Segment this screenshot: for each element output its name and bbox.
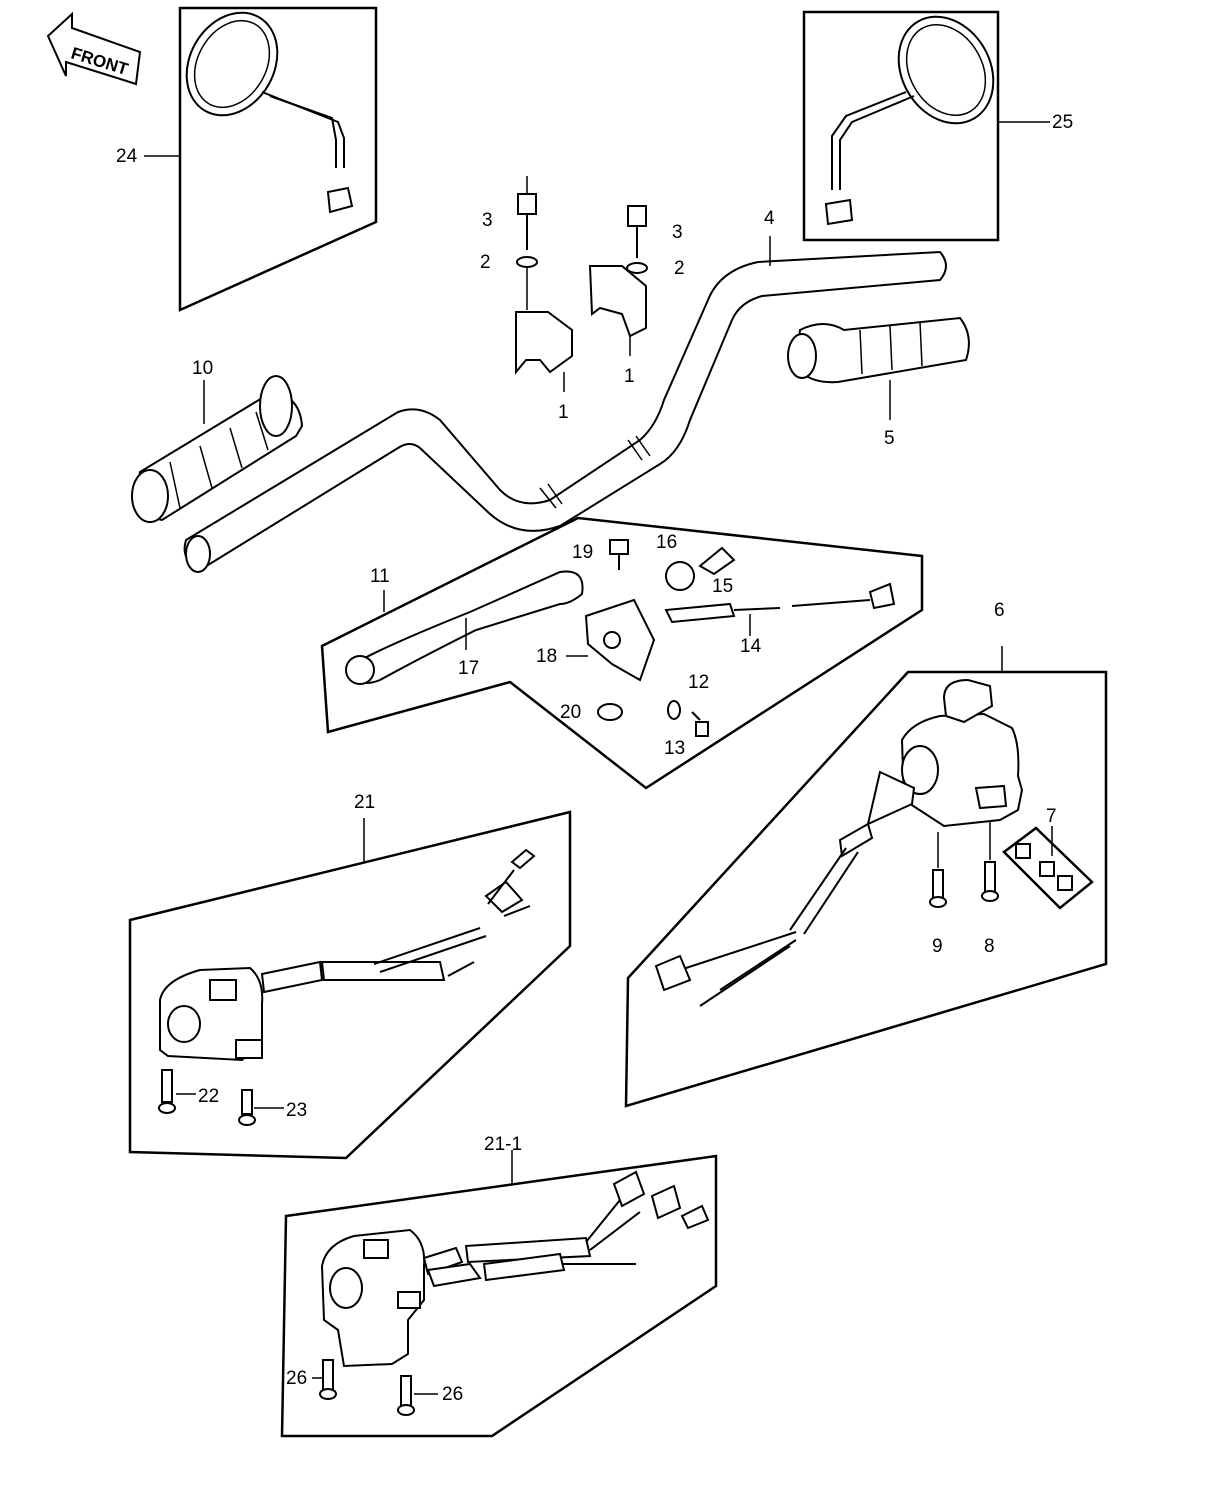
alt-switch-group (280, 1150, 718, 1438)
label-8: 8 (984, 936, 995, 957)
label-7: 7 (1046, 806, 1057, 827)
label-4: 4 (764, 208, 775, 229)
label-2-left: 2 (480, 252, 491, 273)
front-arrow-icon: FRONT (46, 11, 142, 86)
label-6: 6 (994, 600, 1005, 621)
label-21: 21 (354, 792, 375, 813)
label-19: 19 (572, 542, 593, 563)
label-22: 22 (198, 1086, 219, 1107)
label-11: 11 (370, 566, 390, 587)
label-23: 23 (286, 1100, 307, 1121)
clutch-lever-group (320, 516, 924, 790)
label-15: 15 (712, 576, 733, 597)
label-2-right: 2 (674, 258, 685, 279)
label-20: 20 (560, 702, 581, 723)
left-grip (131, 375, 304, 523)
label-10: 10 (192, 358, 213, 379)
label-13: 13 (664, 738, 685, 759)
label-1-right: 1 (624, 366, 635, 387)
label-14: 14 (740, 636, 762, 657)
right-switch-group (624, 646, 1108, 1108)
right-mirror-group (802, 10, 1050, 242)
label-24: 24 (116, 146, 138, 167)
label-9: 9 (932, 936, 943, 957)
left-switch-group (128, 810, 572, 1160)
part-labels: 24 25 3 3 2 2 4 1 1 10 5 11 19 16 15 14 … (116, 112, 1073, 1405)
label-1-left: 1 (558, 402, 569, 423)
left-mirror-group (144, 6, 378, 312)
label-25: 25 (1052, 112, 1073, 133)
label-26-right: 26 (442, 1384, 463, 1405)
label-16: 16 (656, 532, 677, 553)
label-26-left: 26 (286, 1368, 307, 1389)
right-grip (787, 316, 970, 420)
label-12: 12 (688, 672, 709, 693)
label-5: 5 (884, 428, 895, 449)
label-18: 18 (536, 646, 557, 667)
holder-bolts (515, 176, 648, 392)
label-21-1: 21-1 (484, 1134, 522, 1155)
handlebar (183, 236, 947, 573)
label-3-right: 3 (672, 222, 683, 243)
label-17: 17 (458, 658, 479, 679)
label-3-left: 3 (482, 210, 493, 231)
